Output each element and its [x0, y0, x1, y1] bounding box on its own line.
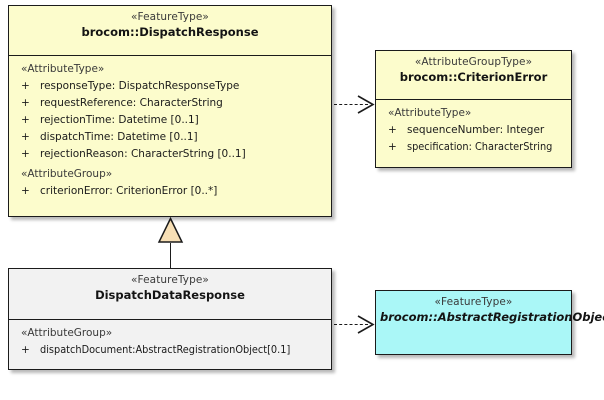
class-header-criterion-error: «AttributeGroupType» brocom::CriterionEr…	[376, 51, 571, 100]
hollow-triangle-icon	[157, 217, 184, 243]
class-box-criterion-error[interactable]: «AttributeGroupType» brocom::CriterionEr…	[375, 50, 572, 168]
visibility-marker: +	[21, 148, 30, 160]
class-box-dispatch-data-response[interactable]: «FeatureType» DispatchDataResponse «Attr…	[8, 268, 332, 370]
attribute-group-label: «AttributeType»	[388, 107, 472, 119]
visibility-marker: +	[388, 141, 397, 153]
visibility-marker: +	[21, 185, 30, 197]
attribute-row[interactable]: + responseType: DispatchResponseType	[12, 78, 328, 95]
attribute-row[interactable]: + rejectionTime: Datetime [0..1]	[12, 112, 328, 129]
attribute-text: requestReference: CharacterString	[40, 97, 223, 109]
class-stereotype: «FeatureType»	[434, 296, 513, 308]
attribute-group-label: «AttributeGroup»	[21, 327, 113, 339]
open-arrow-icon	[357, 95, 375, 114]
class-body-dispatch-response: «AttributeType» + responseType: Dispatch…	[9, 56, 331, 205]
attribute-text: dispatchDocument:AbstractRegistrationObj…	[40, 344, 291, 356]
class-name: brocom::DispatchResponse	[81, 25, 259, 39]
attribute-text: rejectionTime: Datetime [0..1]	[40, 114, 199, 126]
attribute-row[interactable]: + criterionError: CriterionError [0..*]	[12, 183, 328, 200]
class-stereotype: «AttributeGroupType»	[414, 56, 533, 68]
class-name: DispatchDataResponse	[95, 288, 245, 302]
attribute-text: criterionError: CriterionError [0..*]	[40, 185, 218, 197]
attribute-text: rejectionReason: CharacterString [0..1]	[40, 148, 246, 160]
class-header-dispatch-response: «FeatureType» brocom::DispatchResponse	[9, 6, 331, 56]
visibility-marker: +	[21, 344, 30, 356]
class-header-dispatch-data-response: «FeatureType» DispatchDataResponse	[9, 269, 331, 320]
attribute-row[interactable]: + rejectionReason: CharacterString [0..1…	[12, 146, 328, 163]
visibility-marker: +	[21, 114, 30, 126]
class-name: brocom::AbstractRegistrationObject	[380, 310, 604, 324]
attribute-text: dispatchTime: Datetime [0..1]	[40, 131, 198, 143]
attribute-row[interactable]: + dispatchTime: Datetime [0..1]	[12, 129, 328, 146]
class-body-dispatch-data-response: «AttributeGroup» + dispatchDocument:Abst…	[9, 320, 331, 364]
attribute-group-label: «AttributeGroup»	[21, 168, 113, 180]
visibility-marker: +	[21, 97, 30, 109]
attribute-row[interactable]: + dispatchDocument:AbstractRegistrationO…	[12, 342, 328, 359]
visibility-marker: +	[21, 131, 30, 143]
attribute-row[interactable]: + specification: CharacterString	[379, 139, 568, 156]
class-header-abstract-registration-object: «FeatureType» brocom::AbstractRegistrati…	[376, 291, 604, 340]
class-stereotype: «FeatureType»	[131, 274, 209, 286]
class-stereotype: «FeatureType»	[131, 11, 209, 23]
attribute-row[interactable]: + requestReference: CharacterString	[12, 95, 328, 112]
visibility-marker: +	[21, 80, 30, 92]
attribute-group-label: «AttributeType»	[21, 63, 105, 75]
open-arrow-icon	[357, 315, 375, 334]
attribute-row[interactable]: + sequenceNumber: Integer	[379, 122, 568, 139]
attribute-text: specification: CharacterString	[407, 141, 553, 153]
class-name: brocom::CriterionError	[399, 70, 548, 84]
class-box-abstract-registration-object[interactable]: «FeatureType» brocom::AbstractRegistrati…	[375, 290, 604, 355]
class-body-criterion-error: «AttributeType» + sequenceNumber: Intege…	[376, 100, 571, 161]
visibility-marker: +	[388, 124, 397, 136]
attribute-text: responseType: DispatchResponseType	[40, 80, 240, 92]
dependency-line	[334, 104, 368, 105]
generalization-line	[170, 243, 171, 269]
class-box-dispatch-response[interactable]: «FeatureType» brocom::DispatchResponse «…	[8, 5, 332, 217]
dependency-line	[334, 324, 368, 325]
attribute-text: sequenceNumber: Integer	[407, 124, 545, 136]
